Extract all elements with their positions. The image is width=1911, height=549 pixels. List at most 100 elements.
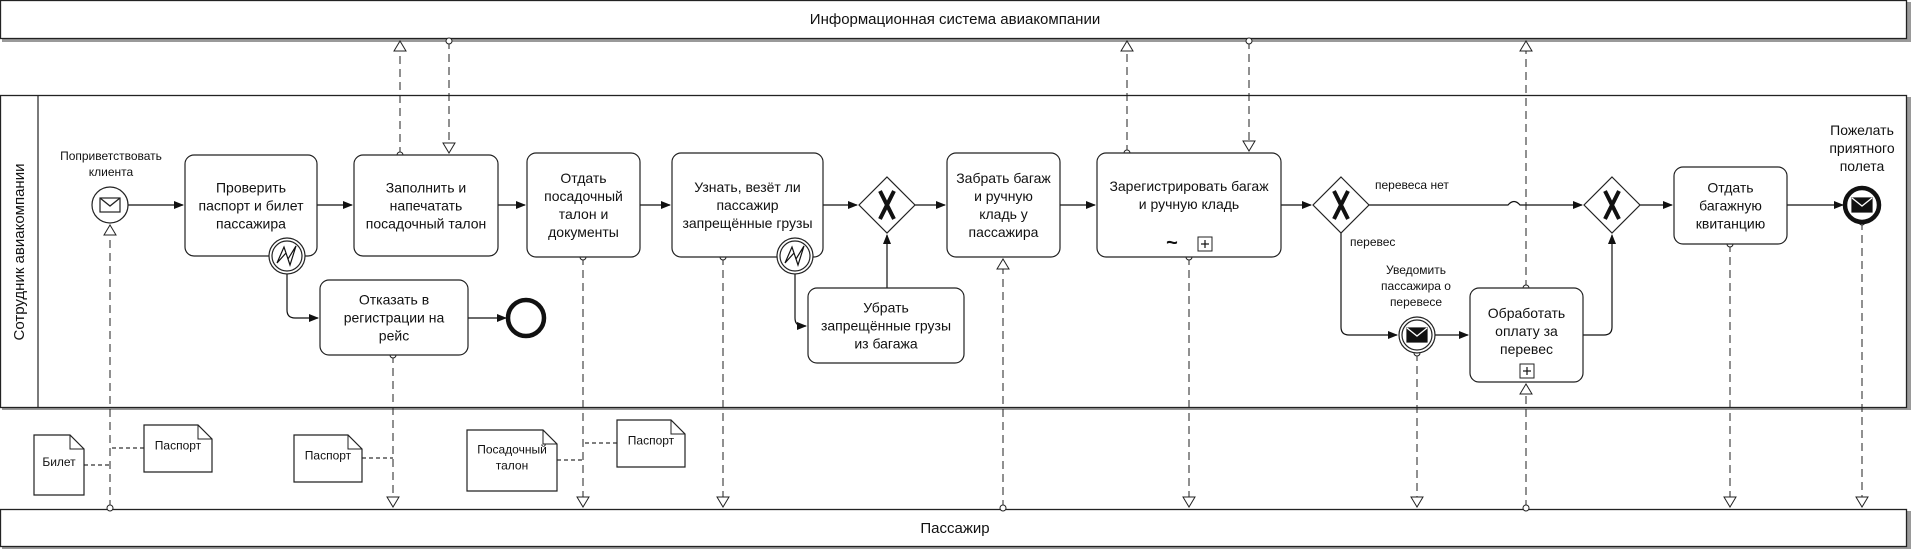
exclusive-x-icon: [1332, 190, 1350, 220]
task-box[interactable]: [353, 154, 499, 257]
task-fill[interactable]: Заполнить и напечатать посадочный талон: [353, 154, 499, 257]
envelope-filled-icon: [1851, 197, 1873, 213]
task-box[interactable]: [1673, 166, 1788, 245]
pool-airline-employee-label: Сотрудник авиакомпании: [11, 164, 28, 341]
gateway-overweight-split[interactable]: [1312, 176, 1370, 234]
task-label: оплату за: [1495, 323, 1558, 339]
subprocess-expand-icon[interactable]: [1519, 363, 1535, 379]
task-label: Отказать в: [359, 292, 429, 308]
task-label: перевес: [1500, 341, 1553, 357]
flow-error-refuse: [286, 274, 319, 322]
task-receipt[interactable]: Отдать багажную квитанцию: [1673, 166, 1788, 245]
task-label: талон и: [559, 206, 609, 222]
document-label: Паспорт: [155, 439, 202, 453]
task-box[interactable]: [807, 287, 965, 364]
flow-overweight: [1340, 233, 1398, 339]
loop-marker-glyph: ~: [1166, 232, 1178, 254]
exclusive-x-icon: [1603, 190, 1621, 220]
envelope-filled-icon: [1406, 327, 1428, 343]
document-passport1[interactable]: Паспорт: [143, 424, 213, 473]
task-label: Проверить: [216, 180, 286, 196]
notify-event-label: Уведомить: [1386, 263, 1446, 277]
end-event-label: приятного: [1829, 140, 1894, 156]
task-label: запрещённые грузы: [821, 318, 951, 334]
task-label: и ручную: [974, 188, 1033, 204]
envelope-icon: [99, 197, 121, 213]
nodes-layer: Проверить паспорт и билет пассажира Заполни…: [33, 122, 1895, 496]
task-label: паспорт и билет: [199, 198, 305, 214]
document-ticket[interactable]: Билет: [33, 434, 85, 496]
task-box[interactable]: [1096, 152, 1282, 258]
document-passport2[interactable]: Паспорт: [293, 434, 363, 483]
task-give[interactable]: Отдать посадочный талон и документы: [526, 152, 641, 258]
task-label: пассажира: [969, 224, 1039, 240]
start-event-label: клиента: [89, 165, 134, 179]
task-label: посадочный талон: [366, 216, 486, 232]
task-label: Отдать: [1707, 180, 1753, 196]
document-label: талон: [496, 459, 528, 473]
end-event-label: Пожелать: [1830, 122, 1894, 138]
notify-event-label: пассажира о: [1381, 279, 1451, 293]
exclusive-x-icon: [878, 190, 896, 220]
task-box[interactable]: [946, 152, 1061, 258]
task-label: Узнать, везёт ли: [694, 179, 800, 195]
error-lightning-icon: [276, 245, 297, 267]
task-label: напечатать: [390, 198, 463, 214]
subprocess-expand-icon[interactable]: [1197, 236, 1213, 252]
task-label: багажную: [1699, 198, 1762, 214]
task-label: и ручную кладь: [1139, 196, 1239, 212]
task-take[interactable]: Забрать багаж и ручную кладь у пассажира: [946, 152, 1061, 258]
pool-information-system: Информационная система авиакомпании: [0, 0, 1911, 42]
edges-layer: [84, 37, 1869, 512]
task-label: Забрать багаж: [956, 170, 1051, 186]
task-label: из багажа: [854, 336, 918, 352]
pool-passenger-label: Пассажир: [920, 520, 989, 537]
loop-marker-icon: ~: [1166, 232, 1178, 254]
task-label: документы: [548, 224, 619, 240]
start-event-label: Поприветствовать: [60, 149, 162, 163]
flow-pay-join: [1583, 234, 1616, 336]
end-event-label: полета: [1840, 158, 1885, 174]
task-label: рейс: [379, 328, 409, 344]
gateway-cargo[interactable]: [858, 176, 916, 234]
task-refuse[interactable]: Отказать в регистрации на рейс: [319, 279, 469, 356]
task-box[interactable]: [1469, 287, 1584, 383]
task-pay[interactable]: Обработать оплату за перевес: [1469, 287, 1584, 383]
task-label: кладь у: [979, 206, 1028, 222]
document-label: Паспорт: [628, 434, 675, 448]
flow-error-remove: [794, 274, 807, 330]
task-box[interactable]: [184, 154, 318, 257]
notify-event-label: перевесе: [1390, 295, 1442, 309]
task-label: регистрации на: [344, 310, 445, 326]
pool-passenger: Пассажир: [0, 508, 1911, 549]
end-event-refuse[interactable]: [505, 297, 547, 339]
task-label: пассажир: [716, 197, 778, 213]
document-label: Паспорт: [305, 449, 352, 463]
start-event[interactable]: Поприветствовать клиента: [60, 149, 162, 224]
error-lightning-icon: [784, 245, 805, 267]
task-box[interactable]: [671, 152, 824, 258]
task-label: посадочный: [544, 188, 623, 204]
task-label: Обработать: [1488, 305, 1565, 321]
intermediate-event-notify[interactable]: Уведомить пассажира о перевесе: [1381, 263, 1451, 354]
task-label: Отдать: [560, 170, 606, 186]
gateway-overweight-join[interactable]: [1583, 176, 1641, 234]
task-label: Заполнить и: [386, 180, 466, 196]
boundary-error-event[interactable]: [268, 237, 306, 275]
pool-information-system-label: Информационная система авиакомпании: [810, 11, 1100, 28]
document-passport3[interactable]: Паспорт: [616, 419, 686, 468]
task-box[interactable]: [319, 279, 469, 356]
task-register[interactable]: Зарегистрировать багаж и ручную кладь: [1096, 152, 1282, 258]
end-event-wish[interactable]: Пожелать приятного полета: [1829, 122, 1895, 225]
boundary-error-event[interactable]: [776, 237, 814, 275]
flow-label-no-overweight: перевеса нет: [1375, 178, 1449, 192]
task-label: квитанцию: [1696, 216, 1766, 232]
task-box[interactable]: [526, 152, 641, 258]
task-label: Зарегистрировать багаж: [1109, 178, 1269, 194]
document-label: Билет: [42, 455, 76, 469]
